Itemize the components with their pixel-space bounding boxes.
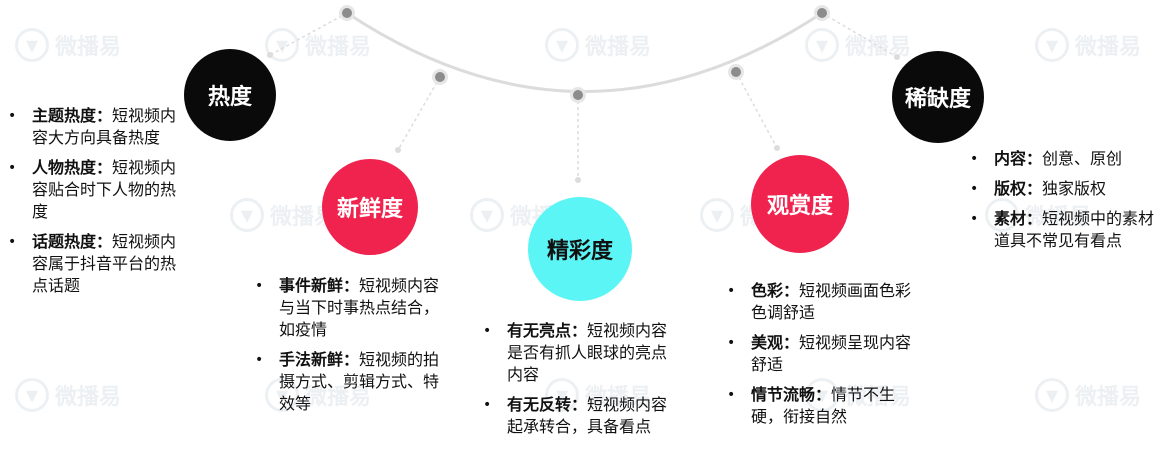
list-item: 主题热度：短视频内容大方向具备热度 (8, 105, 178, 149)
connector-rare (821, 12, 898, 58)
list-item: 有无亮点：短视频内容是否有抓人眼球的亮点内容 (483, 320, 673, 386)
watermark-text: 微播易 (55, 385, 122, 410)
watermark: ▼微播易 (15, 370, 165, 420)
item-key: 手法新鲜： (279, 350, 360, 369)
item-text: 短视频内容大方向具备热度 (32, 106, 177, 147)
watermark-text: 微播易 (585, 35, 652, 60)
item-key: 话题热度： (32, 232, 113, 251)
watermark: ▼微播易 (15, 20, 165, 70)
watermark: ▼微播易 (805, 20, 955, 70)
arc-node-dot (342, 8, 352, 18)
item-text: 短视频内容属于抖音平台的热点话题 (32, 232, 177, 295)
v-logo-icon: ▼ (1035, 28, 1069, 62)
item-key: 色彩： (751, 281, 800, 300)
list-item: 情节流畅：情节不生硬，衔接自然 (727, 384, 917, 428)
arc-node-dot (817, 8, 827, 18)
category-title: 新鲜度 (336, 197, 403, 222)
connector-end-dot (395, 147, 401, 153)
item-text: 短视频的拍摄方式、剪辑方式、特效等 (279, 350, 440, 413)
category-circle-view: 观赏度 (751, 155, 849, 253)
main-arc (346, 11, 823, 93)
connector-hot (269, 12, 348, 56)
connector-end-dot (575, 177, 581, 183)
category-title: 稀缺度 (904, 87, 971, 112)
item-key: 美观： (751, 333, 800, 352)
category-title: 热度 (207, 85, 252, 110)
item-key: 内容： (994, 149, 1043, 168)
item-text: 短视频内容起承转合，具备看点 (507, 395, 668, 436)
list-item: 事件新鲜：短视频内容与当下时事热点结合，如疫情 (255, 275, 445, 341)
item-text: 短视频内容是否有抓人眼球的亮点内容 (507, 321, 668, 384)
v-logo-icon: ▼ (230, 198, 264, 232)
category-title: 观赏度 (766, 194, 833, 219)
bullet-list-wonder: 有无亮点：短视频内容是否有抓人眼球的亮点内容有无反转：短视频内容起承转合，具备看… (483, 320, 673, 446)
watermark-text: 微播易 (1075, 35, 1142, 60)
watermark-text: 微播易 (55, 35, 122, 60)
bullet-list-fresh: 事件新鲜：短视频内容与当下时事热点结合，如疫情手法新鲜：短视频的拍摄方式、剪辑方… (255, 275, 445, 423)
item-text: 短视频呈现内容舒适 (751, 333, 912, 374)
watermark-text: 微播易 (845, 35, 912, 60)
list-item: 手法新鲜：短视频的拍摄方式、剪辑方式、特效等 (255, 349, 445, 415)
category-circle-fresh: 新鲜度 (322, 159, 418, 255)
item-text: 短视频画面色彩色调舒适 (751, 281, 912, 322)
category-circle-rare: 稀缺度 (892, 51, 984, 143)
item-text: 短视频中的素材道具不常见有看点 (994, 209, 1155, 250)
arc-node-dot (731, 67, 741, 77)
watermark: ▼微播易 (1035, 370, 1160, 420)
bullet-list-hot: 主题热度：短视频内容大方向具备热度人物热度：短视频内容贴合时下人物的热度话题热度… (8, 105, 178, 305)
item-text: 情节不生硬，衔接自然 (751, 385, 896, 426)
bullet-list-rare: 内容：创意、原创版权：独家版权素材：短视频中的素材道具不常见有看点 (970, 148, 1155, 260)
list-item: 有无反转：短视频内容起承转合，具备看点 (483, 394, 673, 438)
item-key: 素材： (994, 209, 1043, 228)
v-logo-icon: ▼ (805, 28, 839, 62)
category-circle-wonder: 精彩度 (528, 197, 632, 301)
connector-end-dot (267, 52, 273, 58)
watermark: ▼微播易 (265, 20, 415, 70)
v-logo-icon: ▼ (545, 28, 579, 62)
bullet-list-view: 色彩：短视频画面色彩色调舒适美观：短视频呈现内容舒适情节流畅：情节不生硬，衔接自… (727, 280, 917, 436)
item-key: 事件新鲜： (279, 276, 360, 295)
list-item: 人物热度：短视频内容贴合时下人物的热度 (8, 157, 178, 223)
watermark-text: 微播易 (1075, 385, 1142, 410)
watermark: ▼微播易 (1035, 20, 1160, 70)
item-key: 版权： (994, 179, 1043, 198)
v-logo-icon: ▼ (15, 28, 49, 62)
connector-end-dot (894, 54, 900, 60)
list-item: 色彩：短视频画面色彩色调舒适 (727, 280, 917, 324)
item-key: 有无反转： (507, 395, 588, 414)
item-key: 情节流畅： (751, 385, 832, 404)
v-logo-icon: ▼ (700, 198, 734, 232)
item-text: 创意、原创 (1042, 149, 1123, 168)
connector-view (735, 71, 778, 149)
watermark-text: 微播易 (305, 35, 372, 60)
list-item: 内容：创意、原创 (970, 148, 1155, 170)
category-title: 精彩度 (546, 239, 613, 264)
list-item: 话题热度：短视频内容属于抖音平台的热点话题 (8, 231, 178, 297)
item-key: 主题热度： (32, 106, 113, 125)
v-logo-icon: ▼ (265, 28, 299, 62)
v-logo-icon: ▼ (470, 198, 504, 232)
item-key: 有无亮点： (507, 321, 588, 340)
arc-node-dot (573, 90, 583, 100)
connector-fresh (397, 76, 441, 151)
connector-end-dot (774, 145, 780, 151)
item-text: 短视频内容与当下时事热点结合，如疫情 (279, 276, 440, 339)
item-text: 独家版权 (1042, 179, 1107, 198)
item-text: 短视频内容贴合时下人物的热度 (32, 158, 177, 221)
list-item: 美观：短视频呈现内容舒适 (727, 332, 917, 376)
category-circle-hot: 热度 (184, 49, 276, 141)
list-item: 版权：独家版权 (970, 178, 1155, 200)
v-logo-icon: ▼ (15, 378, 49, 412)
arc-node-dot (435, 72, 445, 82)
list-item: 素材：短视频中的素材道具不常见有看点 (970, 208, 1155, 252)
watermark: ▼微播易 (545, 20, 695, 70)
item-key: 人物热度： (32, 158, 113, 177)
v-logo-icon: ▼ (1035, 378, 1069, 412)
